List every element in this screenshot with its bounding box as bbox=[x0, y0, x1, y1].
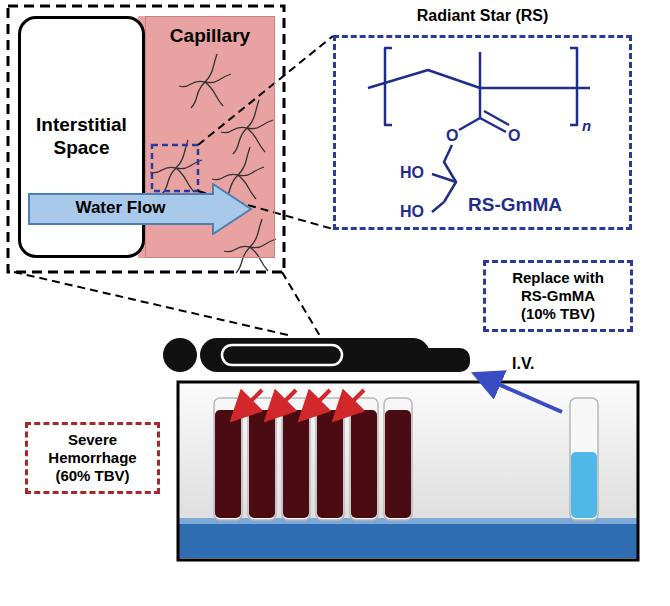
atom-label: HO bbox=[400, 204, 424, 220]
red-arrow bbox=[238, 390, 364, 414]
node-text: Interstitial Space bbox=[25, 114, 138, 160]
iv-arrow bbox=[482, 377, 562, 412]
node-text: Water Flow bbox=[28, 198, 213, 218]
node-text: RS-GmMA bbox=[468, 194, 562, 217]
zoom-line bbox=[14, 272, 292, 336]
atom-label: O bbox=[508, 128, 520, 144]
atom-label: O bbox=[446, 128, 458, 144]
tube-photo bbox=[178, 382, 638, 560]
zoom-line bbox=[282, 272, 320, 336]
water-flow-arrow: Water Flow bbox=[28, 183, 253, 235]
node-text: Capillary bbox=[146, 25, 274, 48]
star-polymers bbox=[150, 54, 276, 273]
node-text: Radiant Star (RS) bbox=[336, 6, 629, 25]
chemical-structure bbox=[368, 48, 590, 212]
replace-box: Replace with RS-GmMA (10% TBV) bbox=[483, 260, 633, 332]
route-label: I.V. bbox=[512, 356, 535, 372]
node-text: Severe Hemorrhage (60% TBV) bbox=[44, 431, 141, 485]
zoom-square bbox=[152, 145, 198, 191]
repeat-subscript: n bbox=[582, 118, 591, 133]
atom-label: HO bbox=[400, 165, 424, 181]
patient-figure bbox=[163, 338, 470, 372]
hemorrhage-box: Severe Hemorrhage (60% TBV) bbox=[25, 422, 160, 494]
zoom-line bbox=[198, 36, 333, 145]
zoom-frame bbox=[8, 6, 284, 272]
node-text: Replace with RS-GmMA (10% TBV) bbox=[508, 269, 608, 323]
